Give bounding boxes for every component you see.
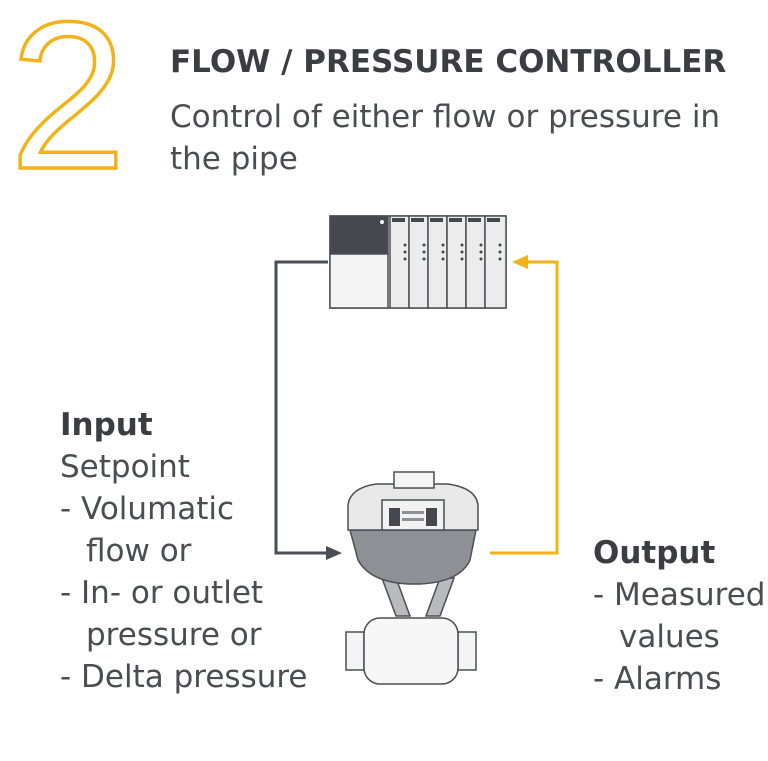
input-line-flow-or: flow or <box>86 533 192 569</box>
step-number: 2 <box>10 0 127 180</box>
output-line-measured: - Measured <box>593 577 766 613</box>
page-subtitle: Control of either flow or pressure in th… <box>170 99 721 177</box>
output-line-values: values <box>619 619 720 655</box>
output-connection-line <box>490 255 559 555</box>
input-connection-line <box>274 260 342 560</box>
output-heading: Output <box>593 535 716 571</box>
output-line-alarms: - Alarms <box>593 661 722 697</box>
input-line-delta-pressure: - Delta pressure <box>60 659 308 695</box>
input-line-in-outlet: - In- or outlet <box>60 575 264 611</box>
plc-controller-icon <box>329 215 507 309</box>
input-line-setpoint: Setpoint <box>60 449 190 485</box>
input-line-volumatic: - Volumatic <box>60 491 235 527</box>
input-label-block: Input Setpoint - Volumatic flow or - In-… <box>60 404 308 698</box>
input-line-pressure-or: pressure or <box>86 617 262 653</box>
input-heading: Input <box>60 407 153 443</box>
page-title: FLOW / PRESSURE CONTROLLER <box>170 44 727 80</box>
output-label-block: Output - Measured values - Alarms <box>593 532 765 700</box>
step-number-graphic: 2 <box>8 0 128 180</box>
control-valve-icon <box>345 471 479 685</box>
